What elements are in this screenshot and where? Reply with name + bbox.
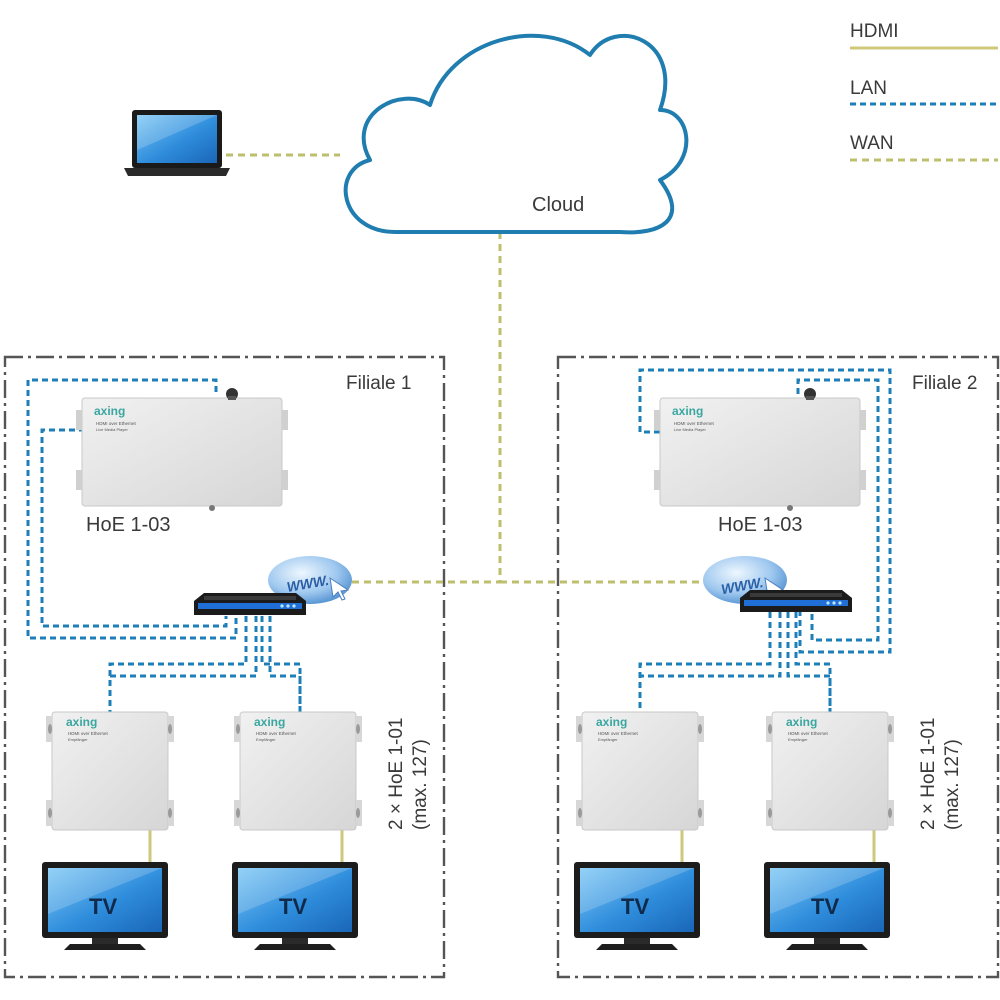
receivers-count-label: 2 × HoE 1-01 [386, 718, 407, 831]
branch-2-receiver-2: axing HDMI over Ethernet Empfänger [765, 711, 895, 831]
branch-2-encoder-label: HoE 1-03 [718, 514, 803, 536]
globe-icon [268, 556, 352, 604]
encoder-brand-logo: axing [94, 404, 125, 418]
receivers-count-label: 2 × HoE 1-01 [918, 718, 939, 831]
globe-www-text: WWW. [285, 572, 330, 595]
branch-1-router [194, 593, 306, 615]
branch-1-receivers-label: 2 × HoE 1-01 (max. 127) [386, 718, 431, 831]
receiver-sub: Empfänger [598, 737, 618, 742]
encoder-caption: HDMI over Ethernet [674, 421, 715, 426]
encoder-brand-logo: axing [672, 404, 703, 418]
cloud-label: Cloud [532, 194, 584, 216]
tv-label: TV [89, 894, 117, 919]
cloud: Cloud [343, 33, 689, 235]
branch-2-name: Filiale 2 [912, 373, 977, 394]
tv-label: TV [279, 894, 307, 919]
receiver-brand-logo: axing [254, 715, 285, 729]
receiver-caption: HDMI over Ethernet [788, 731, 829, 736]
branch-1-name: Filiale 1 [346, 373, 411, 394]
wan-links [226, 153, 706, 584]
hdmi-links [148, 828, 876, 862]
receiver-brand-logo: axing [596, 715, 627, 729]
receiver-brand-logo: axing [786, 715, 817, 729]
branch-1-receiver-2: axing HDMI over Ethernet Empfänger [233, 711, 363, 831]
lan-links-branch-1 [26, 378, 302, 712]
branch-1-tv-2: TV [232, 862, 358, 950]
receivers-max-label: (max. 127) [410, 739, 431, 830]
receiver-caption: HDMI over Ethernet [598, 731, 639, 736]
receiver-caption: HDMI over Ethernet [68, 731, 109, 736]
receiver-sub: Empfänger [788, 737, 808, 742]
tv-label: TV [621, 894, 649, 919]
lan-links-branch-2 [638, 368, 892, 712]
legend-hdmi-label: HDMI [850, 21, 899, 42]
branch-2-router [740, 590, 852, 612]
branch-2-tv-2: TV [764, 862, 890, 950]
receiver-sub: Empfänger [256, 737, 276, 742]
tv-label: TV [811, 894, 839, 919]
branch-2-encoder: axing HDMI over Ethernet Live Media Play… [653, 387, 867, 512]
encoder-caption: HDMI over Ethernet [96, 421, 137, 426]
branch-1-encoder-label: HoE 1-03 [86, 514, 171, 536]
receiver-caption: HDMI over Ethernet [256, 731, 297, 736]
branch-1-encoder: axing HDMI over Ethernet Live Media Play… [75, 387, 289, 512]
branch-1-frame [3, 355, 446, 979]
cloud-shape [343, 33, 689, 235]
branch-2-receiver-1: axing HDMI over Ethernet Empfänger [575, 711, 705, 831]
branch-2-frame [556, 355, 1000, 979]
receivers-max-label: (max. 127) [942, 739, 963, 830]
encoder-sub: Live Media Player [96, 427, 128, 432]
receiver-sub: Empfänger [68, 737, 88, 742]
legend: HDMI LAN WAN [850, 21, 998, 162]
branch-1-tv-1: TV [42, 862, 168, 950]
cursor-arrow-icon [329, 576, 350, 601]
branch-1-globe: WWW. [268, 556, 352, 604]
encoder-sub: Live Media Player [674, 427, 706, 432]
legend-lan-label: LAN [850, 78, 887, 99]
legend-wan-label: WAN [850, 133, 894, 154]
laptop-icon [124, 110, 230, 176]
branch-2-tv-1: TV [574, 862, 700, 950]
branch-1-receiver-1: axing HDMI over Ethernet Empfänger [45, 711, 175, 831]
branch-2-receivers-label: 2 × HoE 1-01 (max. 127) [918, 718, 963, 831]
receiver-brand-logo: axing [66, 715, 97, 729]
